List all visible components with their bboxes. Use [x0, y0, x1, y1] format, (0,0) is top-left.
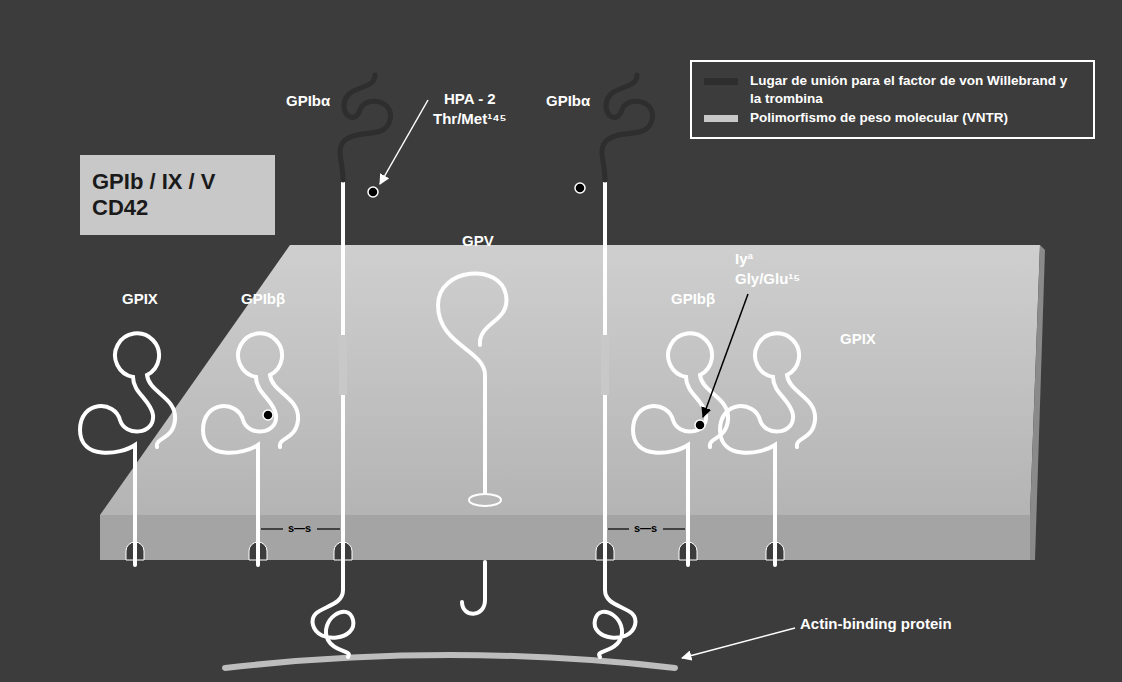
polymorphism-label: Iyª — [735, 250, 753, 268]
protein-label: GPIbα — [546, 92, 590, 110]
membrane-channels — [126, 542, 784, 560]
membrane-side — [1030, 245, 1045, 560]
vntr-region — [339, 335, 609, 395]
leader-arrow — [703, 294, 748, 417]
disulphide-line — [261, 528, 685, 529]
title-box: GPIb / IX / V CD42 — [80, 155, 275, 235]
legend-text: Polimorfismo de peso molecular (VNTR) — [750, 109, 1008, 127]
legend-row: Polimorfismo de peso molecular (VNTR) — [704, 109, 1081, 127]
polymorphism-label: Thr/Met¹⁴⁵ — [433, 110, 507, 128]
leader-arrow — [682, 628, 795, 658]
protein-label: GPIbβ — [671, 290, 715, 308]
disulphide-label: s—s — [634, 522, 657, 535]
protein-label: GPV — [462, 232, 494, 250]
protein-label: GPIbα — [286, 92, 330, 110]
legend-row: Lugar de unión para el factor de von Wil… — [704, 72, 1081, 107]
protein-label: GPIX — [122, 290, 158, 308]
actin-binding-protein — [225, 655, 675, 668]
legend-box: Lugar de unión para el factor de von Wil… — [690, 60, 1095, 139]
membrane-front — [100, 515, 1030, 560]
protein-label: GPIbβ — [241, 290, 285, 308]
gpv-anchor — [469, 494, 501, 506]
membrane-top — [100, 245, 1040, 515]
disulphide-label: s—s — [288, 522, 311, 535]
protein-label: GPIX — [840, 330, 876, 348]
legend-swatch — [704, 78, 738, 85]
polymorphism-dot — [263, 183, 705, 430]
polymorphism-label: Gly/Glu¹⁵ — [735, 270, 800, 288]
leader-arrow — [380, 100, 428, 184]
legend-text: Lugar de unión para el factor de von Wil… — [750, 72, 1081, 107]
protein-label: Actin-binding protein — [800, 615, 952, 633]
legend-swatch — [704, 115, 738, 122]
protein-chains — [80, 180, 815, 657]
polymorphism-label: HPA - 2 — [444, 90, 496, 108]
vwf-binding-site — [340, 75, 653, 180]
title-text: GPIb / IX / V CD42 — [92, 169, 263, 222]
